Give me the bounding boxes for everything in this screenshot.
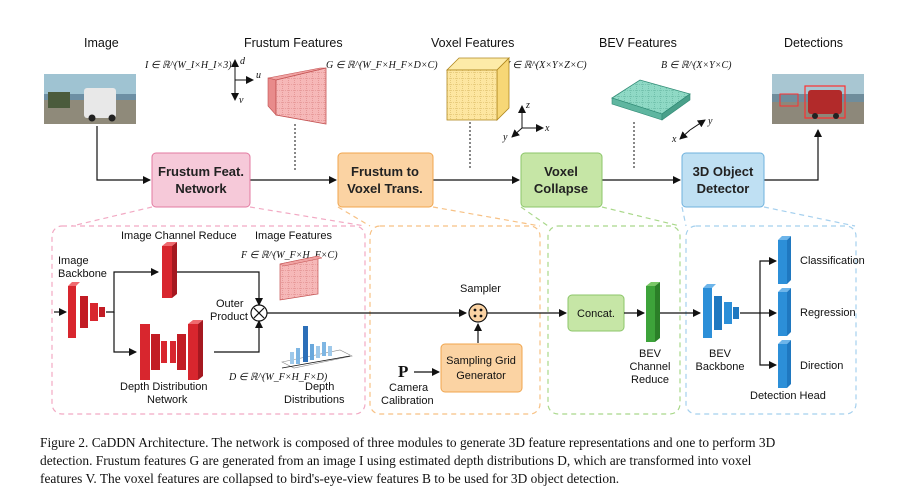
math-frustum: G ∈ ℝ^(W_F×H_F×D×C) [326, 60, 438, 71]
svg-text:Generator: Generator [456, 370, 506, 382]
header-frustum-features: Frustum Features [244, 36, 343, 50]
outer-product-label-2: Product [210, 311, 248, 323]
caption-line-2: detection. Frustum features G are genera… [40, 453, 752, 468]
axis-d: d [240, 56, 246, 67]
bev-backbone-label-1: BEV [709, 348, 732, 360]
depth-distributions-label-1: Depth [305, 381, 334, 393]
bev-channel-reduce-block [646, 282, 660, 342]
svg-text:3D Object: 3D Object [693, 164, 754, 179]
bev-channel-reduce-label-3: Reduce [631, 374, 669, 386]
math-image: I ∈ ℝ^(W_I×H_I×3) [144, 60, 232, 71]
svg-text:Detector: Detector [697, 181, 750, 196]
depth-distribution-network-block [140, 320, 203, 380]
bev-axis-x: x [671, 134, 677, 145]
regression-head-block [778, 288, 791, 336]
bev-channel-reduce-label-1: BEV [639, 348, 662, 360]
detection-head-label: Detection Head [750, 390, 826, 402]
image-channel-reduce-block [162, 242, 177, 298]
frustum-axes [231, 59, 254, 101]
image-backbone-label-1: Image [58, 255, 89, 267]
header-detections: Detections [784, 36, 843, 50]
concat-box: Concat. [567, 294, 625, 332]
svg-text:Frustum Feat.: Frustum Feat. [158, 164, 244, 179]
outer-product-op [250, 304, 268, 322]
module-frustum-to-voxel: Frustum to Voxel Trans. [337, 152, 434, 208]
depth-dist-network-label-1: Depth Distribution [120, 381, 207, 393]
detection-head-arrows [740, 257, 777, 369]
svg-text:Network: Network [175, 181, 227, 196]
bev-axes [679, 119, 706, 140]
svg-text:Voxel: Voxel [544, 164, 578, 179]
camera-calibration-label-2: Calibration [381, 395, 434, 407]
main-pipeline-arrows [96, 126, 822, 184]
detail-frame-detector [685, 225, 857, 415]
sampler-op [468, 303, 488, 323]
svg-text:Concat.: Concat. [577, 308, 615, 320]
bev-features-icon [611, 79, 691, 121]
math-depth: D ∈ ℝ^(W_F×H_F×D) [228, 372, 328, 383]
bev-backbone-block [703, 284, 739, 338]
detections-image [772, 74, 864, 124]
axis-u: u [256, 70, 261, 81]
direction-label: Direction [800, 360, 843, 372]
input-image [44, 74, 136, 124]
voxel-axis-x: x [544, 123, 550, 134]
sampler-label: Sampler [460, 283, 501, 295]
frustum-features-icon [267, 67, 327, 125]
classification-label: Classification [800, 255, 865, 267]
bev-backbone-label-2: Backbone [696, 361, 745, 373]
header-voxel-features: Voxel Features [431, 36, 514, 50]
image-backbone-block [68, 282, 105, 338]
bev-axis-y: y [707, 116, 713, 127]
caption-line-3: features V. The voxel features are colla… [40, 471, 620, 486]
svg-text:Frustum to: Frustum to [351, 164, 419, 179]
classification-head-block [778, 236, 791, 284]
image-features-label: Image Features [255, 230, 333, 242]
depth-distributions-label-2: Distributions [284, 394, 345, 406]
image-backbone-label-2: Backbone [58, 268, 107, 280]
detail-frame-voxel-collapse [547, 225, 681, 415]
svg-text:Sampling Grid: Sampling Grid [446, 355, 516, 367]
depth-distributions-plot [281, 326, 353, 369]
module-3d-object-detector: 3D Object Detector [681, 152, 765, 208]
direction-head-block [778, 340, 791, 388]
backbone-branch-arrows [106, 268, 467, 356]
image-channel-reduce-label: Image Channel Reduce [121, 230, 237, 242]
expansion-lines [71, 206, 856, 227]
caption-line-1: Figure 2. CaDDN Architecture. The networ… [40, 435, 776, 450]
image-features-tile [279, 255, 323, 301]
header-image: Image [84, 36, 119, 50]
figure-caption: Figure 2. CaDDN Architecture. The networ… [40, 434, 870, 488]
svg-text:Voxel Trans.: Voxel Trans. [347, 181, 423, 196]
outer-product-label-1: Outer [216, 298, 244, 310]
regression-label: Regression [800, 307, 856, 319]
module-frustum-feat-network: Frustum Feat. Network [151, 152, 251, 208]
math-image-features: F ∈ ℝ^(W_F×H_F×C) [240, 250, 338, 261]
camera-calibration-label-1: Camera [389, 382, 429, 394]
axis-v: v [239, 95, 244, 106]
depth-dist-network-label-2: Network [147, 394, 188, 406]
math-bev: B ∈ ℝ^(X×Y×C) [661, 60, 732, 71]
sampling-grid-generator-box: Sampling Grid Generator [440, 343, 523, 393]
module-voxel-collapse: Voxel Collapse [520, 152, 603, 208]
voxel-axis-z: z [525, 100, 530, 111]
voxel-features-icon [446, 57, 510, 121]
math-voxel: V ∈ ℝ^(X×Y×Z×C) [504, 60, 587, 71]
camera-matrix-symbol: P [398, 362, 408, 381]
voxel-axis-y: y [502, 132, 508, 143]
header-bev-features: BEV Features [599, 36, 677, 50]
detail-frame-frustum-to-voxel [369, 225, 541, 415]
svg-text:Collapse: Collapse [534, 181, 588, 196]
detail-frame-frustum-network [51, 225, 366, 415]
bev-channel-reduce-label-2: Channel [630, 361, 671, 373]
voxel-axes [511, 105, 544, 138]
